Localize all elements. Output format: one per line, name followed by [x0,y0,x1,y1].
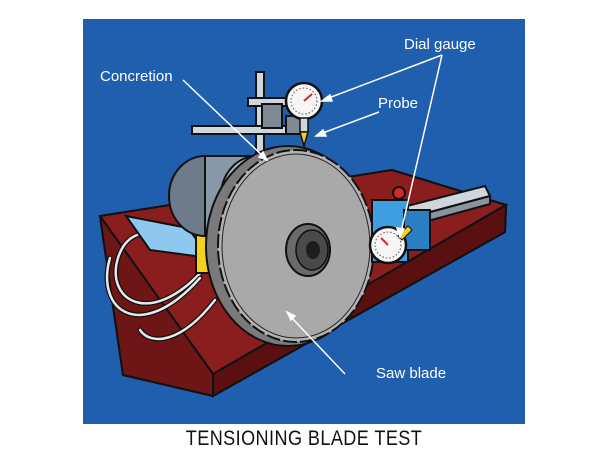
probe-tip [299,131,309,149]
label-dial-gauge: Dial gauge [404,36,476,53]
gauge-stand [191,71,309,183]
label-concretion: Concretion [100,68,173,85]
figure-caption: TENSIONING BLADE TEST [185,427,423,450]
label-probe: Probe [378,95,419,112]
leader-lines [182,54,443,375]
label-saw-blade: Saw blade [376,365,447,382]
dial-gauge-top [284,81,324,149]
dial-gauge-right [368,225,413,265]
saw-blade [205,145,375,347]
